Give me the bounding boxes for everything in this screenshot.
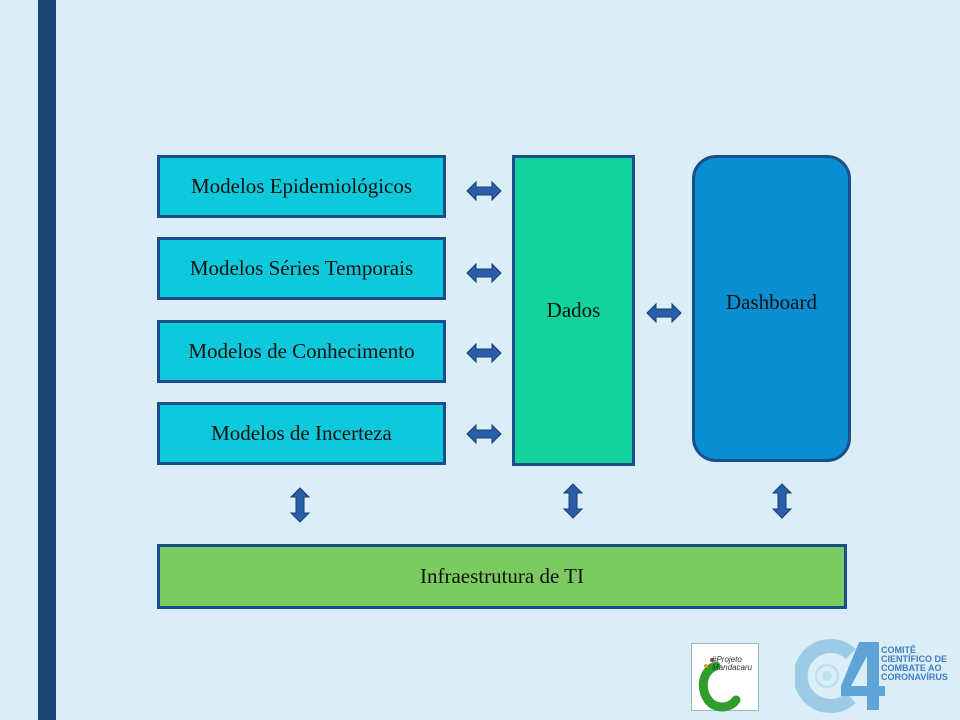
comite-text: COMITÊ CIENTÍFICO DE COMBATE AO CORONAVÍ… (881, 646, 948, 682)
vertical-double-arrow-icon (562, 483, 584, 519)
double-arrow-icon (466, 423, 502, 445)
box-dados: Dados (512, 155, 635, 466)
box-dashboard: Dashboard (692, 155, 851, 462)
double-arrow-icon (466, 180, 502, 202)
comite-line: COMBATE AO (881, 663, 942, 673)
box-infraestrutura: Infraestrutura de TI (157, 544, 847, 609)
left-accent-bar (38, 0, 56, 720)
box-modelos-conhecimento: Modelos de Conhecimento (157, 320, 446, 383)
mandacaru-logo: #Projeto Mandacaru (691, 643, 759, 712)
box-label: Modelos de Incerteza (211, 421, 392, 445)
box-label: Modelos Epidemiológicos (190, 174, 413, 198)
vertical-double-arrow-icon (771, 483, 793, 519)
double-arrow-icon (466, 262, 502, 284)
box-label: Dados (546, 298, 601, 322)
box-label: Modelos Séries Temporais (189, 256, 414, 280)
double-arrow-icon (646, 302, 682, 324)
comite-line: CORONAVÍRUS (881, 672, 948, 682)
box-modelos-incerteza: Modelos de Incerteza (157, 402, 446, 465)
box-label: Modelos de Conhecimento (188, 339, 415, 363)
c4-logo-icon (795, 639, 885, 713)
cactus-icon (698, 658, 741, 712)
comite-line: COMITÊ (881, 645, 916, 655)
box-label: Dashboard (726, 290, 817, 314)
box-modelos-series-temporais: Modelos Séries Temporais (157, 237, 446, 300)
vertical-double-arrow-icon (289, 487, 311, 523)
box-modelos-epidemiologicos: Modelos Epidemiológicos (157, 155, 446, 218)
comite-line: CIENTÍFICO DE (881, 654, 948, 664)
box-label: Infraestrutura de TI (419, 564, 585, 588)
mandacaru-text: #Projeto Mandacaru (712, 655, 753, 672)
double-arrow-icon (466, 342, 502, 364)
